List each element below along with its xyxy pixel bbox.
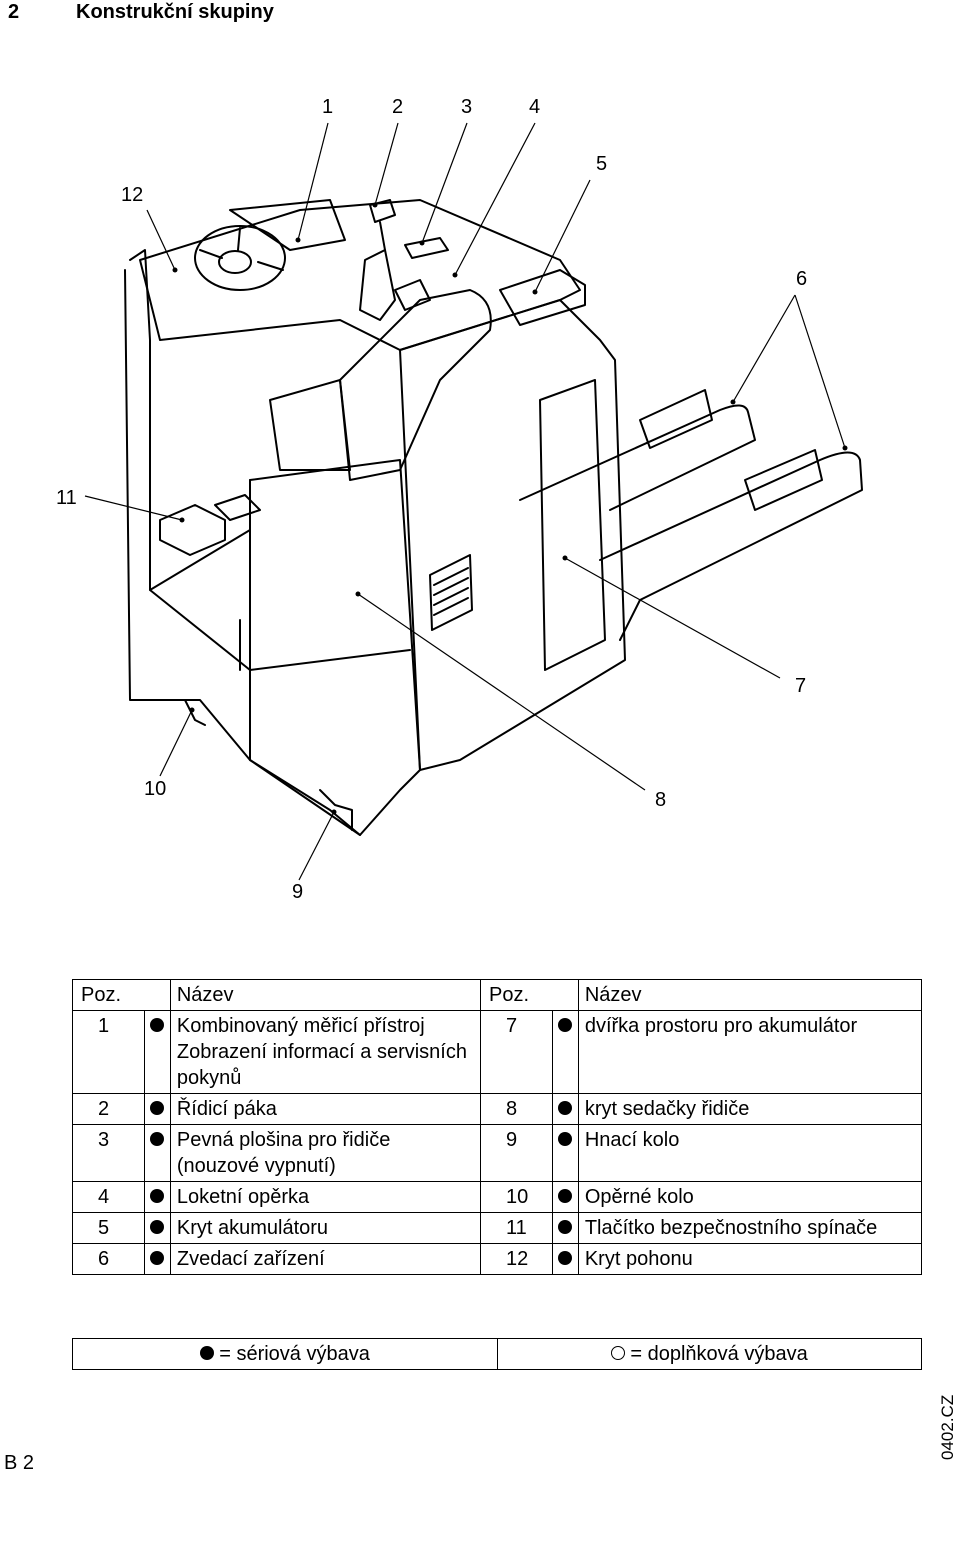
pos-number: 10 bbox=[479, 1181, 554, 1213]
table-row: 1 Kombinovaný měřicí přístroj Zobrazení … bbox=[71, 1010, 923, 1094]
part-name: Kryt pohonu bbox=[577, 1243, 923, 1275]
series-bullet-icon bbox=[558, 1018, 573, 1033]
page-id: B 2 bbox=[4, 1452, 35, 1474]
part-name: dvířka prostoru pro akumulátor bbox=[577, 1010, 923, 1094]
part-name: Pevná plošina pro řidiče (nouzové vypnut… bbox=[169, 1124, 481, 1182]
callout-3: 3 bbox=[461, 96, 472, 118]
pos-number: 9 bbox=[479, 1124, 554, 1182]
series-bullet-icon bbox=[558, 1189, 573, 1204]
series-bullet-icon bbox=[199, 1346, 214, 1361]
part-name: kryt sedačky řidiče bbox=[577, 1093, 923, 1125]
header-pos-right: Poz. bbox=[479, 979, 579, 1011]
callout-2: 2 bbox=[392, 96, 403, 118]
header-pos-left: Poz. bbox=[72, 979, 171, 1011]
document-code: 0402.CZ bbox=[938, 1394, 957, 1460]
series-bullet-icon bbox=[558, 1251, 573, 1266]
series-bullet-icon bbox=[150, 1251, 165, 1266]
pos-number: 2 bbox=[71, 1093, 146, 1125]
pos-number: 5 bbox=[71, 1212, 146, 1244]
callout-6: 6 bbox=[796, 268, 807, 290]
series-bullet-icon bbox=[150, 1018, 165, 1033]
legend-optional-label: = doplňková výbava bbox=[630, 1343, 808, 1365]
pos-number: 3 bbox=[71, 1124, 146, 1182]
series-bullet-icon bbox=[558, 1132, 573, 1147]
pos-number: 4 bbox=[71, 1181, 146, 1213]
callout-4: 4 bbox=[529, 96, 540, 118]
pos-number: 6 bbox=[71, 1243, 146, 1275]
series-bullet-icon bbox=[558, 1101, 573, 1116]
legend-series: = sériová výbava bbox=[72, 1338, 498, 1370]
series-bullet-icon bbox=[150, 1101, 165, 1116]
series-bullet-icon bbox=[150, 1132, 165, 1147]
optional-bullet-icon bbox=[610, 1346, 625, 1361]
callout-8: 8 bbox=[655, 789, 666, 811]
legend-table: = sériová výbava = doplňková výbava bbox=[72, 1338, 922, 1370]
callout-7: 7 bbox=[795, 675, 806, 697]
part-name: Loketní opěrka bbox=[169, 1181, 481, 1213]
series-bullet-icon bbox=[150, 1220, 165, 1235]
section-number: 2 bbox=[8, 1, 20, 23]
part-name: Řídicí páka bbox=[169, 1093, 481, 1125]
pos-number: 7 bbox=[479, 1010, 554, 1094]
callout-9: 9 bbox=[292, 881, 303, 903]
series-bullet-icon bbox=[558, 1220, 573, 1235]
legend-series-label: = sériová výbava bbox=[219, 1343, 370, 1365]
series-bullet-icon bbox=[150, 1189, 165, 1204]
callout-1: 1 bbox=[322, 96, 333, 118]
header-name-left: Název bbox=[169, 979, 481, 1011]
legend-optional: = doplňková výbava bbox=[496, 1338, 922, 1370]
pos-number: 11 bbox=[479, 1212, 554, 1244]
parts-table: Poz. Název Poz. Název 1 Kombinovaný měři… bbox=[71, 979, 923, 1275]
table-row: 2 Řídicí páka 8 kryt sedačky řidiče bbox=[71, 1093, 923, 1125]
table-row: 6 Zvedací zařízení 12 Kryt pohonu bbox=[71, 1243, 923, 1275]
truck-illustration: 1 2 3 4 5 6 7 8 9 10 11 12 bbox=[56, 96, 863, 903]
part-name: Tlačítko bezpečnostního spínače bbox=[577, 1212, 923, 1244]
table-row: 3 Pevná plošina pro řidiče (nouzové vypn… bbox=[71, 1124, 923, 1182]
part-name: Zvedací zařízení bbox=[169, 1243, 481, 1275]
table-header-row: Poz. Název Poz. Název bbox=[72, 979, 923, 1011]
part-name: Kryt akumulátoru bbox=[169, 1212, 481, 1244]
pos-number: 1 bbox=[71, 1010, 146, 1094]
callout-12: 12 bbox=[121, 184, 143, 206]
table-row: 5 Kryt akumulátoru 11 Tlačítko bezpečnos… bbox=[71, 1212, 923, 1244]
part-name: Hnací kolo bbox=[577, 1124, 923, 1182]
callout-10: 10 bbox=[144, 778, 166, 800]
part-name: Opěrné kolo bbox=[577, 1181, 923, 1213]
pos-number: 8 bbox=[479, 1093, 554, 1125]
header-name-right: Název bbox=[577, 979, 923, 1011]
table-row: 4 Loketní opěrka 10 Opěrné kolo bbox=[71, 1181, 923, 1213]
callout-5: 5 bbox=[596, 153, 607, 175]
section-title: Konstrukční skupiny bbox=[76, 1, 274, 23]
pos-number: 12 bbox=[479, 1243, 554, 1275]
callout-11: 11 bbox=[56, 487, 77, 509]
part-name: Kombinovaný měřicí přístroj Zobrazení in… bbox=[169, 1010, 481, 1094]
